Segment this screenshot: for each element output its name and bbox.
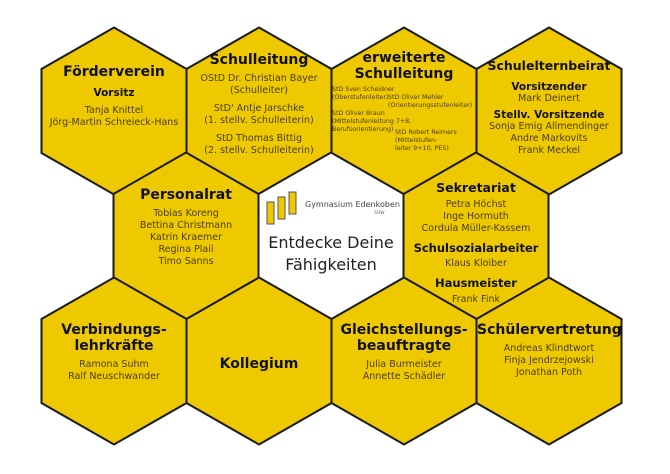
hex-schulleitung: Schulleitung OStD Dr. Christian Bayer (S… xyxy=(187,52,331,157)
text: (2. stellv. Schulleiterin) xyxy=(204,145,314,156)
text: (Oberstufenleiter) xyxy=(332,94,389,101)
text: StD' Antje Jarschke xyxy=(213,103,305,114)
text: OStD Dr. Christian Bayer xyxy=(200,73,318,84)
hex-schuelervertretung: Schülervertretung Andreas Klindtwort Fin… xyxy=(477,322,622,379)
hex-schulelternbeirat: Schulelternbeirat Vorsitzender Mark Dein… xyxy=(477,58,621,157)
subtitle: Vorsitz xyxy=(93,87,135,99)
name: Julia Burmeister xyxy=(366,359,442,370)
name: Jörg-Martin Schreieck-Hans xyxy=(49,117,179,128)
text: (1. stellv. Schulleiterin) xyxy=(204,115,314,126)
name: Inge Hormuth xyxy=(443,211,509,222)
subtitle: Hausmeister xyxy=(435,276,517,290)
text: leiter 9+10, PES) xyxy=(395,145,449,152)
name: Timo Sanns xyxy=(158,256,214,267)
text: StD Thomas Bittig xyxy=(215,133,303,144)
name: Petra Höchst xyxy=(445,199,507,210)
name: Regina Plail xyxy=(158,244,214,255)
logo-text: Gymnasium Edenkoben xyxy=(305,200,400,209)
text: (Schulleiter) xyxy=(230,85,288,96)
hex-center: Gymnasium Edenkoben SÜW Entdecke Deine F… xyxy=(259,186,403,276)
name: Tobias Koreng xyxy=(153,208,219,219)
subtitle: Vorsitzender xyxy=(511,81,587,93)
hex-gleichstellung: Gleichstellungs- beauftragte Julia Burme… xyxy=(332,322,476,383)
name: Andreas Klindtwort xyxy=(503,343,595,354)
title: Gleichstellungs- beauftragte xyxy=(340,322,468,354)
name: Tanja Knittel xyxy=(84,105,144,116)
logo-icon xyxy=(266,191,297,225)
hex-kollegium: Kollegium xyxy=(187,356,331,372)
hex-verbindungslehrkraefte: Verbindungs- lehrkräfte Ramona Suhm Ralf… xyxy=(42,322,186,383)
subtitle: Stellv. Vorsitzende xyxy=(493,109,605,121)
hex-sekretariat: Sekretariat Petra Höchst Inge Hormuth Co… xyxy=(404,180,548,306)
hex-foerderverein: Förderverein Vorsitz Tanja Knittel Jörg-… xyxy=(42,64,186,129)
logo-subtext: SÜW xyxy=(374,211,385,216)
title: Schulelternbeirat xyxy=(487,58,611,73)
text: StD Oliver Braun xyxy=(332,110,385,117)
name: Frank Meckel xyxy=(518,145,580,156)
slogan: Entdecke Deine Fähigkeiten xyxy=(268,233,394,274)
title: Förderverein xyxy=(63,64,165,80)
name: Frank Fink xyxy=(452,294,500,305)
text: Berufsorientierung) xyxy=(332,126,394,133)
name: Jonathan Poth xyxy=(515,367,582,378)
subtitle: Schulsozialarbeiter xyxy=(413,241,539,255)
title: Personalrat xyxy=(140,187,232,203)
name: Cordula Müller-Kassem xyxy=(421,223,531,234)
name: Annette Schädler xyxy=(362,371,446,382)
hexagon xyxy=(475,276,623,446)
school-logo: Gymnasium Edenkoben SÜW xyxy=(259,186,403,230)
title: Sekretariat xyxy=(436,180,516,195)
title: Verbindungs- lehrkräfte xyxy=(61,322,167,354)
text: StD Oliver Mehler xyxy=(388,94,444,101)
text: (Mittelstufenleitung 7+8, xyxy=(332,118,412,125)
text: StD Sven Scheidner xyxy=(332,86,395,93)
name: Ramona Suhm xyxy=(79,359,149,370)
name: Bettina Christmann xyxy=(139,220,233,231)
text: (Orientierungsstufenleiter) xyxy=(388,102,473,109)
text: (Mittelstufen- xyxy=(395,137,438,144)
hex-personalrat: Personalrat Tobias Koreng Bettina Christ… xyxy=(114,187,258,268)
name: Sonja Emig Allmendinger xyxy=(489,121,609,132)
title: Schülervertretung xyxy=(477,322,622,338)
name: Finja Jendrzejowski xyxy=(504,355,594,366)
name: Ralf Neuschwander xyxy=(68,371,160,382)
title: Kollegium xyxy=(219,356,299,372)
name: Klaus Kloiber xyxy=(445,258,507,269)
name: Katrin Kraemer xyxy=(149,232,222,243)
title: Schulleitung xyxy=(209,52,309,68)
title: erweiterte Schulleitung xyxy=(354,50,454,82)
name: Mark Deinert xyxy=(518,93,580,104)
name: Andre Markovits xyxy=(510,133,588,144)
text: StD Robert Reimers xyxy=(395,129,457,136)
hex-erweiterte-schulleitung: erweiterte Schulleitung StD Sven Scheidn… xyxy=(332,50,476,153)
